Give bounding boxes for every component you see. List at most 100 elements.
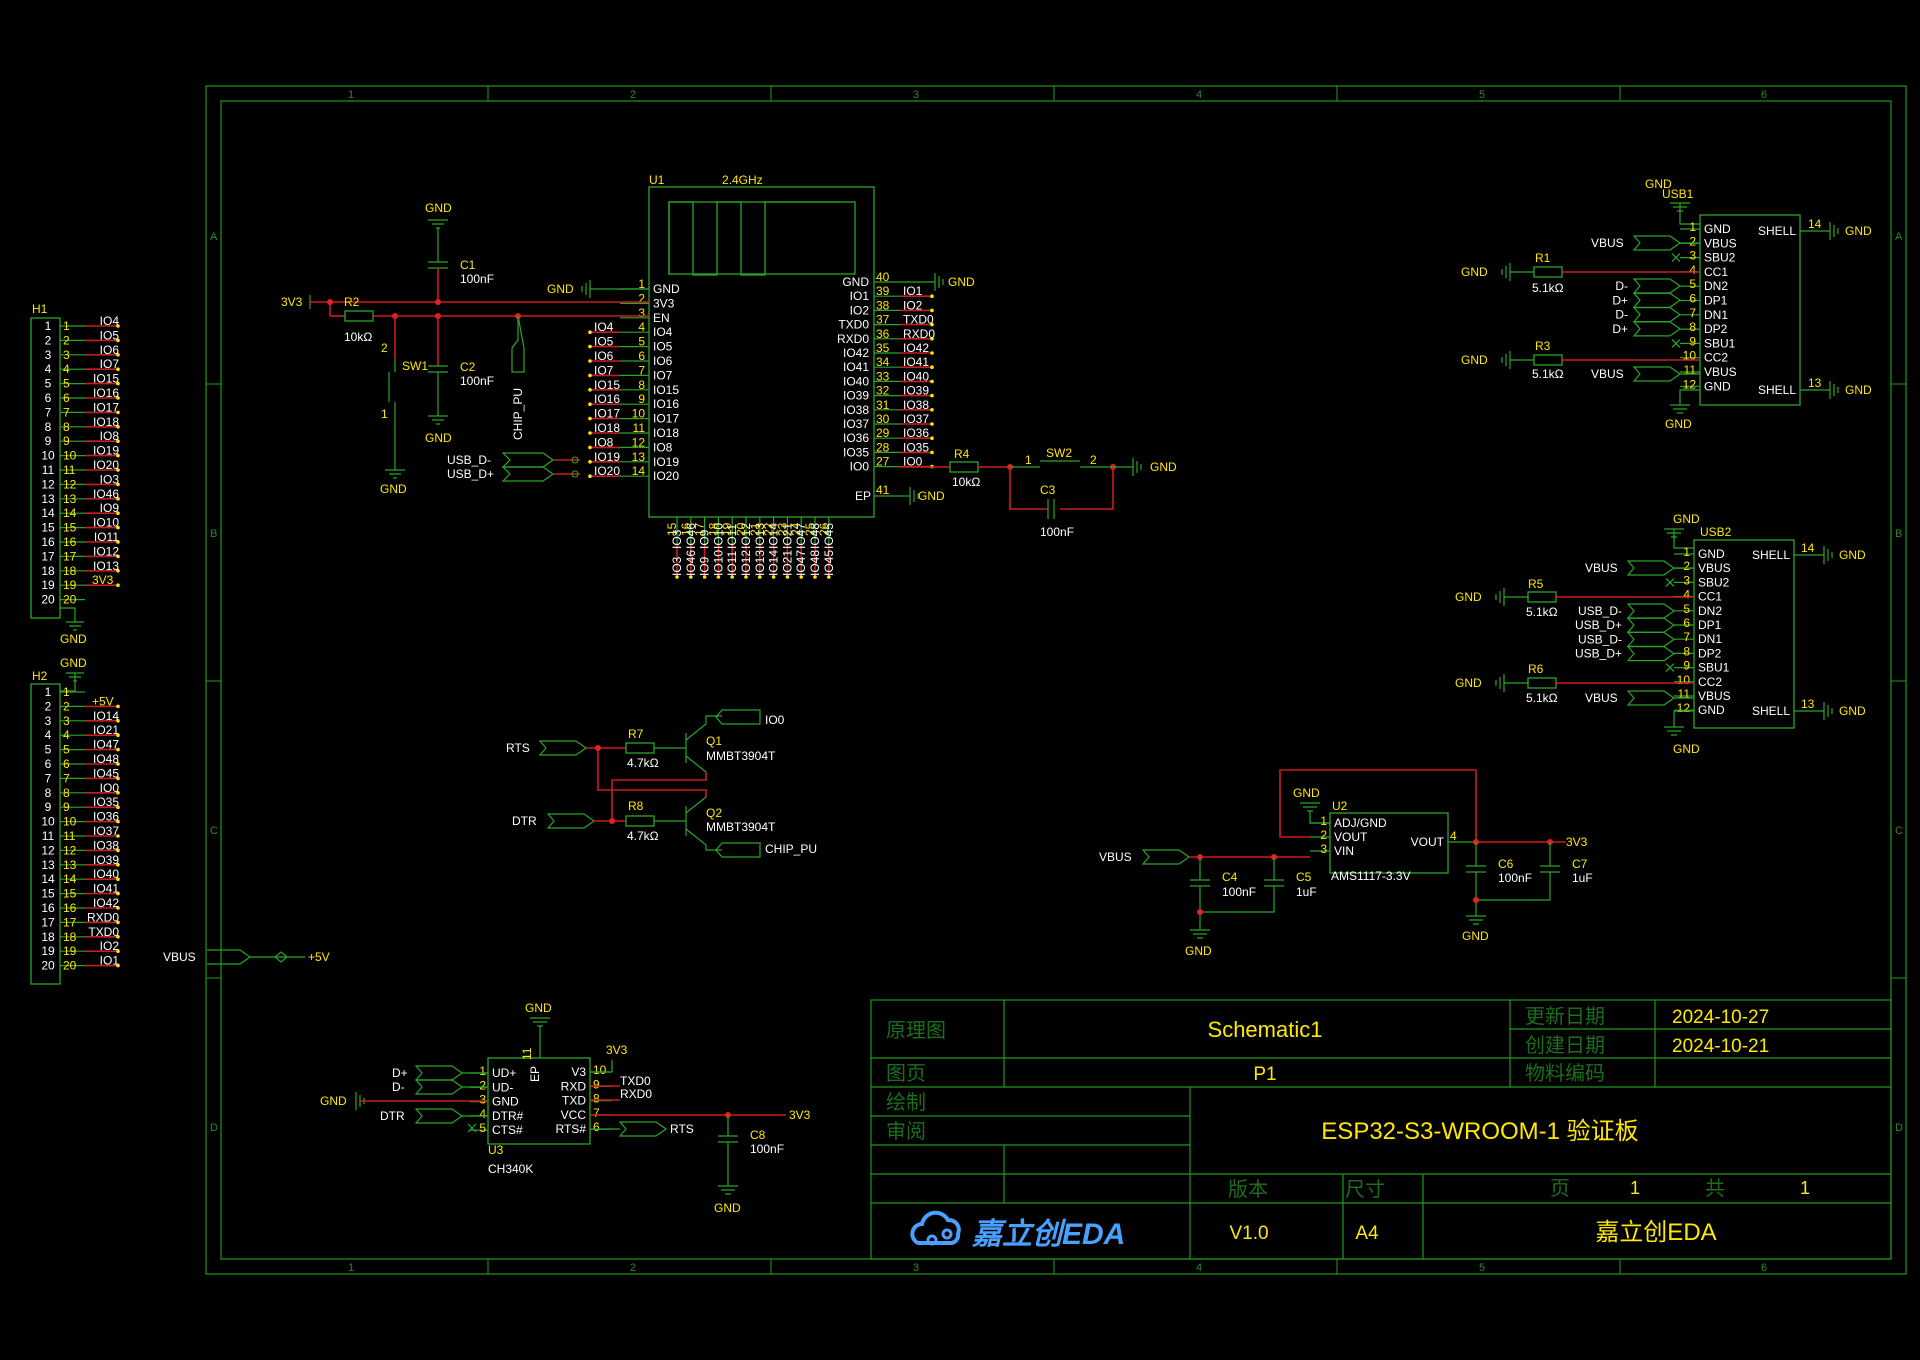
header-net-label: IO17 <box>93 400 119 414</box>
header-pin-number: 1 <box>45 685 52 699</box>
u1-esp32-module[interactable]: U1 2.4GHz GND13V32EN3IO44IO4IO55IO5IO66I… <box>588 173 935 579</box>
header-pin-num: 8 <box>63 420 70 434</box>
u1-net-label: IO21 <box>780 550 794 576</box>
usb-net-label: USB_D- <box>1578 604 1622 618</box>
gnd-label: GND <box>1845 224 1872 238</box>
gnd-label: GND <box>547 282 574 296</box>
net-end-dot <box>116 719 120 723</box>
u1-pin-name: IO12 <box>739 523 753 549</box>
boot-circuit[interactable]: R4 10kΩ 1 2 SW2 C3 100nF GND <box>900 446 1177 539</box>
usb-net-flag <box>1632 321 1682 337</box>
usb-pin-num: 1 <box>1683 545 1690 559</box>
net-end-dot <box>116 381 120 386</box>
u1-net-label: IO18 <box>594 421 620 435</box>
gnd-label: GND <box>1293 786 1320 800</box>
u1-net-label: IO1 <box>903 284 923 298</box>
c2-ref: C2 <box>460 360 476 374</box>
header-net-label: IO16 <box>93 386 119 400</box>
u3-pin-num: 5 <box>479 1121 486 1135</box>
u1-net-label: IO39 <box>903 384 929 398</box>
net-end-dot <box>116 468 120 472</box>
header-pin-num: 7 <box>63 405 70 419</box>
usb-pin-num: 7 <box>1683 630 1690 644</box>
net-end-dot <box>116 482 120 487</box>
u1-pin-name: IO17 <box>653 412 679 426</box>
net-end-dot <box>930 422 934 426</box>
usb1-connector[interactable]: USB1 GND GND1VBUS2SBU23CC14DN25DP16DN17D… <box>1461 177 1872 431</box>
u3-pin-name: UD- <box>492 1080 513 1094</box>
net-end-dot <box>930 408 934 412</box>
usb-pin-name: VBUS <box>1698 561 1731 575</box>
u1-pin-name: IO18 <box>653 426 679 440</box>
net-end-dot <box>116 439 120 444</box>
u1-pin-name: IO14 <box>767 523 781 549</box>
tb-page-word: 页 <box>1550 1178 1570 1200</box>
net-end-dot <box>116 819 120 824</box>
io0-net: IO0 <box>765 713 785 727</box>
usb-pin-num: 1 <box>1689 220 1696 234</box>
net-end-dot <box>588 431 592 435</box>
u1-net-label: IO9 <box>698 556 712 576</box>
r8-ref: R8 <box>628 799 644 813</box>
p5v-net: +5V <box>308 950 330 964</box>
net-end-dot <box>116 834 120 838</box>
u1-pin-num: 34 <box>876 355 890 369</box>
net-end-dot <box>588 388 592 392</box>
r2-ref: R2 <box>344 295 360 309</box>
net-end-dot <box>930 393 934 398</box>
row-label: D <box>1895 1122 1903 1134</box>
header-net-label: IO37 <box>93 824 119 838</box>
vbus-net: VBUS <box>1585 561 1618 575</box>
gnd-label: GND <box>1150 460 1177 474</box>
net-end-dot <box>675 575 679 579</box>
header-pin-number: 9 <box>45 800 52 814</box>
gnd-label: GND <box>1455 590 1482 604</box>
usb2-connector[interactable]: USB2 GND GND1VBUS2SBU23CC14DN25DP16DN17D… <box>1455 512 1866 756</box>
dtr-net: DTR <box>380 1109 405 1123</box>
title-block: 原理图 Schematic1 更新日期 2024-10-27 创建日期 2024… <box>870 999 1892 1260</box>
u1-pin-num: 3 <box>638 306 645 320</box>
header-pin-number: 12 <box>41 477 55 491</box>
u1-pin-name: IO39 <box>843 389 869 403</box>
net-end-dot <box>116 525 120 530</box>
gnd-label: GND <box>1455 676 1482 690</box>
dm-net: D- <box>392 1080 405 1094</box>
auto-reset-circuit[interactable]: RTS R7 4.7kΩ IO0 Q1 MMBT3904T DTR R8 4.7… <box>506 709 817 858</box>
u1-pin-name: IO38 <box>843 403 869 417</box>
header-net-label: IO14 <box>93 709 119 723</box>
u1-net-label: IO4 <box>594 320 614 334</box>
u1-net-label: IO42 <box>903 341 929 355</box>
vbus-5v-link[interactable]: VBUS +5V <box>163 949 330 965</box>
usb-pin-num: 6 <box>1689 292 1696 306</box>
tb-bom-label: 物料编码 <box>1525 1062 1605 1085</box>
usb1-ref: USB1 <box>1662 187 1694 201</box>
gnd-label: GND <box>1839 704 1866 718</box>
u3-pin-num: 10 <box>593 1063 607 1077</box>
header-pin-num: 17 <box>63 915 77 929</box>
usb-pin-name: DP2 <box>1698 646 1722 660</box>
u1-pin-name: IO46 <box>684 523 698 549</box>
gnd-label: GND <box>948 275 975 289</box>
usb-pin-num: 12 <box>1683 377 1697 391</box>
tb-review-label: 审阅 <box>886 1120 926 1143</box>
u3-pin-num: 6 <box>593 1120 600 1134</box>
header-net-label: IO47 <box>93 738 119 752</box>
u1-net-label: IO5 <box>594 335 614 349</box>
u1-net-label: TXD0 <box>903 313 934 327</box>
antenna-icon <box>668 201 840 276</box>
u1-net-label: IO17 <box>594 407 620 421</box>
u1-gnd-symbols: GND GND GND <box>547 273 975 505</box>
u1-pin-num: 30 <box>876 412 890 426</box>
en-reset-circuit[interactable]: GND C1 100nF 3V3 R2 10kΩ 2 1 SW1 GND C2 … <box>281 201 649 496</box>
u2-pin-num: 1 <box>1320 814 1327 828</box>
tb-version-label: 版本 <box>1228 1178 1268 1201</box>
header-pin-number: 20 <box>41 593 55 607</box>
u1-pin-name: IO11 <box>725 524 739 549</box>
